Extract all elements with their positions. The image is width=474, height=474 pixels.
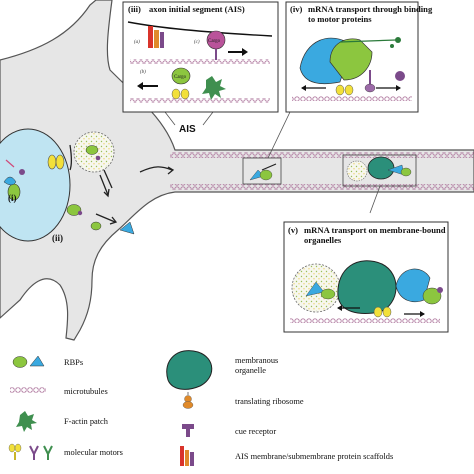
ais-scaffold-purple xyxy=(160,32,164,48)
panel-iii-title: axon initial segment (AIS) xyxy=(149,4,245,14)
cargo-b-label: Cargo xyxy=(174,75,187,80)
panel-iv: (iv) mRNA transport through binding to m… xyxy=(286,2,433,112)
label-i: (i) xyxy=(8,193,17,203)
panel-iii-sub-c: (c) xyxy=(194,40,200,45)
legend-organelle-label-2: organelle xyxy=(235,366,266,375)
legend-organelle-icon xyxy=(167,351,212,390)
legend-receptor-label: cue receptor xyxy=(235,427,276,436)
panel-iii-sub-a: (a) xyxy=(134,40,140,45)
legend-factin-icon xyxy=(16,411,37,432)
legend-ribosome-label: translating ribosome xyxy=(235,397,304,406)
legend-factin-label: F-actin patch xyxy=(64,417,109,426)
label-ii: (ii) xyxy=(52,233,63,243)
axon-microtubule-top xyxy=(170,152,474,158)
panel-v: (v) mRNA transport on membrane-bound org… xyxy=(284,222,448,332)
label-ais: AIS xyxy=(179,124,196,135)
legend-microtubules-label: microtubules xyxy=(64,387,108,396)
panel-v-numeral: (v) xyxy=(288,225,298,235)
axon-microtubule-bottom xyxy=(170,184,474,190)
legend-motors-label: molecular motors xyxy=(64,448,123,457)
legend-receptor-icon xyxy=(182,424,194,437)
legend-ribosome-icon xyxy=(183,392,193,409)
legend-scaffold-icon xyxy=(180,446,194,466)
legend: RBPs microtubules F-actin patch molecula… xyxy=(9,351,393,466)
panel-iv-title-2: to motor proteins xyxy=(308,14,372,24)
legend-motors-icon xyxy=(9,444,52,460)
panel-iv-title-1: mRNA transport through binding xyxy=(308,4,433,14)
panel-iii-sub-b: (b) xyxy=(140,70,146,75)
panel-iii-numeral: (iii) xyxy=(128,4,141,14)
panel-v-title-1: mRNA transport on membrane-bound xyxy=(304,225,446,235)
soma-rna-granule xyxy=(74,132,114,172)
legend-organelle-label-1: membranous xyxy=(235,356,278,365)
legend-rbps-icon xyxy=(13,356,44,368)
ais-scaffold-orange xyxy=(154,30,159,48)
panel-iii: (iii) axon initial segment (AIS) (a) (c)… xyxy=(123,2,278,112)
panel-v-title-2: organelles xyxy=(304,235,342,245)
panel-iv-numeral: (iv) xyxy=(290,4,303,14)
legend-microtubules-icon xyxy=(10,387,46,393)
legend-scaffold-label: AIS membrane/submembrane protein scaffol… xyxy=(235,452,393,461)
ais-scaffold-red xyxy=(148,26,153,48)
cargo-c-label: Cargo xyxy=(208,39,221,44)
legend-rbps-label: RBPs xyxy=(64,358,83,367)
